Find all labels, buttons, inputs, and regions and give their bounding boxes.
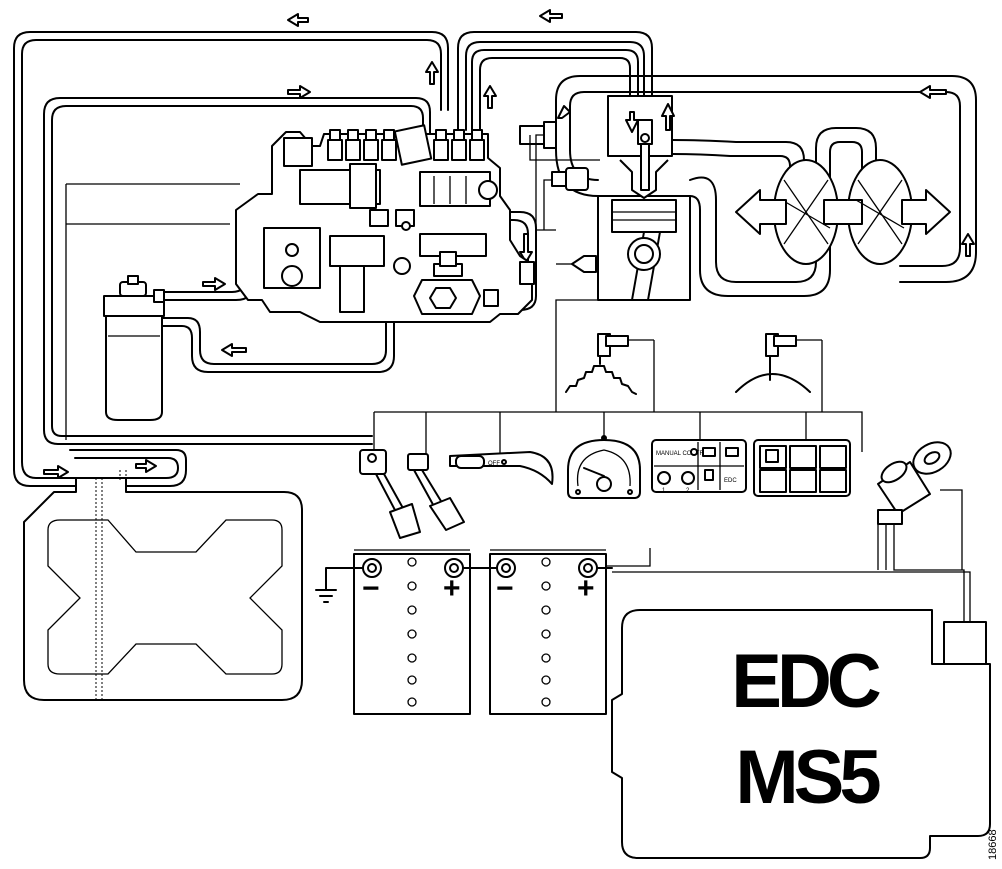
exhaust-intake-ducts — [555, 75, 977, 297]
battery-1-plus: + — [443, 572, 461, 605]
fuel-tank — [23, 470, 303, 701]
pump-delivery-valves — [327, 129, 485, 161]
flow-arrows — [43, 9, 563, 479]
engine-sensors — [519, 121, 597, 273]
edc-panel-label: EDC — [724, 478, 737, 484]
battery-1: − + — [353, 549, 471, 715]
off-label: OFF — [488, 461, 500, 467]
edc-control-panel: MANUAL CONTROL 1 2 EDC — [651, 439, 747, 494]
fuel-injector — [637, 119, 653, 191]
figure-code: 18668 — [987, 829, 999, 860]
fuel-return-pipe-outer — [13, 31, 449, 487]
pump-electric-cable — [65, 183, 240, 440]
pump-return-to-filter-pipe — [161, 299, 415, 373]
crank-speed-sensor — [565, 333, 654, 395]
manual-control-label: MANUAL CONTROL — [656, 451, 712, 457]
warning-lights-panel — [753, 439, 851, 497]
clutch-pedal — [407, 453, 465, 531]
ignition-key-switch — [877, 441, 952, 525]
battery-2-minus: − — [496, 572, 514, 605]
ecu-label-ms5: MS5 — [735, 735, 880, 820]
fuel-filter — [103, 275, 165, 421]
fuel-supply-pipe — [43, 97, 431, 445]
turbocharger — [557, 85, 975, 265]
battery-2: − + — [489, 549, 607, 715]
ecu-label-edc: EDC — [731, 639, 880, 724]
wiring-harness — [373, 134, 971, 622]
injector-leakoff-pipe — [457, 31, 653, 141]
edc-ms5-ecu: EDC MS5 — [611, 609, 991, 859]
cam-speed-sensor — [735, 333, 822, 393]
battery-1-minus: − — [362, 572, 380, 605]
battery-links — [315, 567, 613, 603]
brake-pedal — [359, 449, 421, 539]
cruise-control-lever: OFF — [449, 451, 554, 485]
engine-cylinder — [597, 95, 691, 301]
battery-2-plus: + — [577, 572, 595, 605]
tachometer-gauge — [567, 435, 641, 499]
button-1-label: 1 — [662, 488, 666, 494]
button-2-label: 2 — [686, 488, 690, 494]
injection-pump — [235, 124, 535, 323]
